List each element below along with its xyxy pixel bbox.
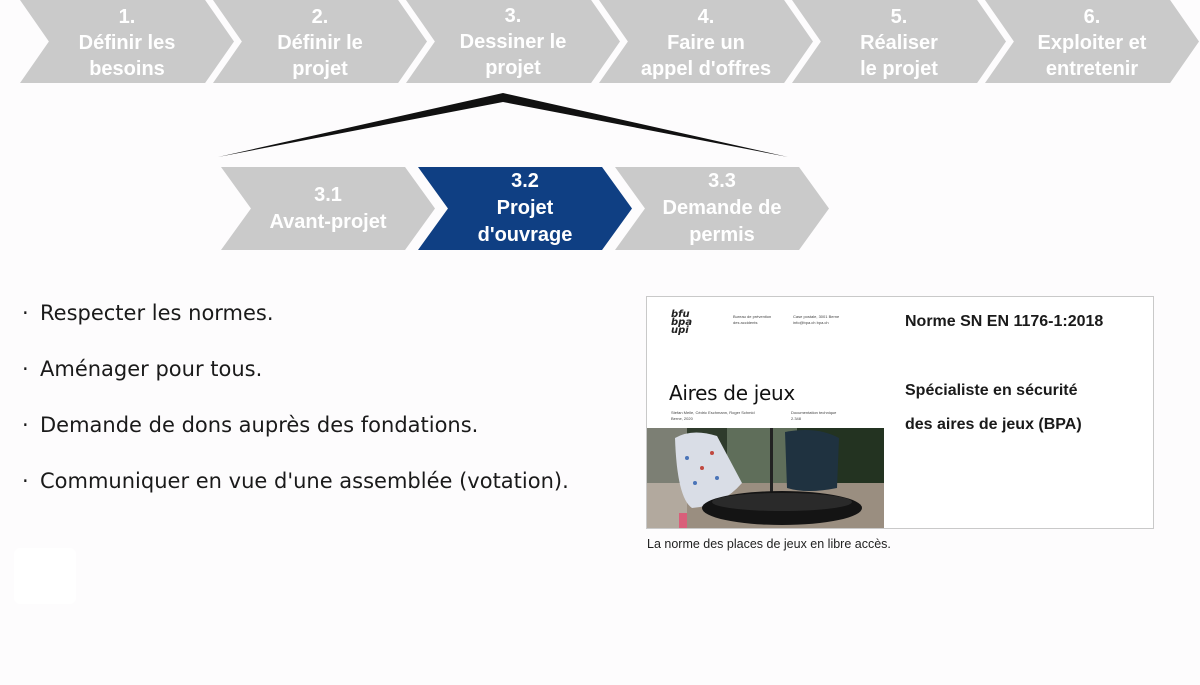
bullet-marker: ·: [22, 357, 29, 381]
phase-6-chevron: 6. Exploiter et entretenir: [985, 0, 1199, 83]
subphase-number: 3.1: [314, 183, 342, 206]
phase-2-chevron: 2. Définir le projet: [213, 0, 427, 83]
bfu-logo: bfu bpa upi: [671, 309, 693, 336]
phase-number: 5.: [890, 5, 908, 28]
list-item-text: Demande de dons auprès des fondations.: [40, 413, 479, 437]
phase-label-line: Réaliser: [860, 31, 938, 54]
norm-reference: Norme SN EN 1176-1:2018: [905, 313, 1104, 330]
phase-label-line: Dessiner le: [459, 30, 567, 53]
cover-org: Bureau de prévention des accidents: [733, 314, 772, 325]
cover-doc-number: Documentation technique 2.348: [791, 410, 837, 421]
bullet-marker: ·: [22, 413, 29, 437]
phase-number: 6.: [1083, 5, 1101, 28]
phase-number: 4.: [697, 5, 715, 28]
subphase-number: 3.2: [511, 170, 539, 192]
subphase-3-1-chevron: 3.1 Avant-projet: [221, 167, 435, 250]
phase-number: 2.: [311, 5, 329, 28]
subphase-label-line: Avant-projet: [269, 210, 387, 233]
bracket-shape: [218, 93, 788, 157]
phase-label-line: appel d'offres: [640, 57, 772, 80]
specialist-line: des aires de jeux (BPA): [905, 416, 1082, 433]
phase-1-chevron: 1. Définir les besoins: [20, 0, 234, 83]
phase-label-line: Faire un: [667, 31, 745, 54]
phase-label-line: entretenir: [1045, 57, 1139, 80]
list-item-text: Communiquer en vue d'une assemblée (vota…: [40, 469, 569, 493]
phase-label-line: projet: [485, 56, 541, 79]
list-item-text: Respecter les normes.: [40, 301, 274, 325]
phase-5-chevron: 5. Réaliser le projet: [792, 0, 1006, 83]
phase-3-chevron: 3. Dessiner le projet: [406, 0, 620, 83]
subphase-3-2-chevron-active: 3.2 Projet d'ouvrage: [418, 167, 632, 250]
action-list: · Respecter les normes. · Aménager pour to…: [22, 297, 569, 521]
phase-number: 3.: [504, 4, 522, 27]
norm-reference-card: bfu bpa upi Bureau de prévention des acc…: [646, 296, 1154, 529]
phase-label-line: projet: [292, 57, 348, 80]
phase-4-chevron: 4. Faire un appel d'offres: [599, 0, 813, 83]
cover-title: Aires de jeux: [669, 381, 795, 405]
list-item: · Respecter les normes.: [22, 297, 569, 353]
phase-label-line: besoins: [89, 57, 165, 80]
card-caption: La norme des places de jeux en libre acc…: [647, 537, 891, 551]
subphase-3-3-chevron: 3.3 Demande de permis: [615, 167, 829, 250]
subphase-label-line: Projet: [496, 197, 554, 219]
subphase-label-line: d'ouvrage: [477, 224, 573, 246]
bullet-marker: ·: [22, 301, 29, 325]
phase-label-line: Définir les: [78, 31, 176, 54]
bullet-marker: ·: [22, 469, 29, 493]
list-item: · Communiquer en vue d'une assemblée (vot…: [22, 465, 569, 521]
subphase-label-line: permis: [689, 224, 755, 246]
phase-label-line: le projet: [860, 57, 938, 80]
blank-panel: [14, 548, 76, 604]
phase-number: 1.: [118, 5, 136, 28]
document-cover: bfu bpa upi Bureau de prévention des acc…: [647, 297, 884, 528]
phase-label-line: Exploiter et: [1037, 31, 1147, 54]
cover-photo-swing: [647, 428, 884, 528]
list-item: · Aménager pour tous.: [22, 353, 569, 409]
subphase-label-line: Demande de: [662, 197, 782, 219]
list-item: · Demande de dons auprès des fondations.: [22, 409, 569, 465]
specialist-line: Spécialiste en sécurité: [905, 382, 1078, 399]
phase-label-line: Définir le: [277, 31, 363, 54]
cover-contact: Case postale, 3001 Berne info@bpa.ch bpa…: [793, 314, 840, 325]
cover-authors: Stefan Meile, Cédric Eschmann, Roger Sch…: [671, 410, 755, 421]
subphase-number: 3.3: [708, 170, 736, 192]
list-item-text: Aménager pour tous.: [40, 357, 263, 381]
